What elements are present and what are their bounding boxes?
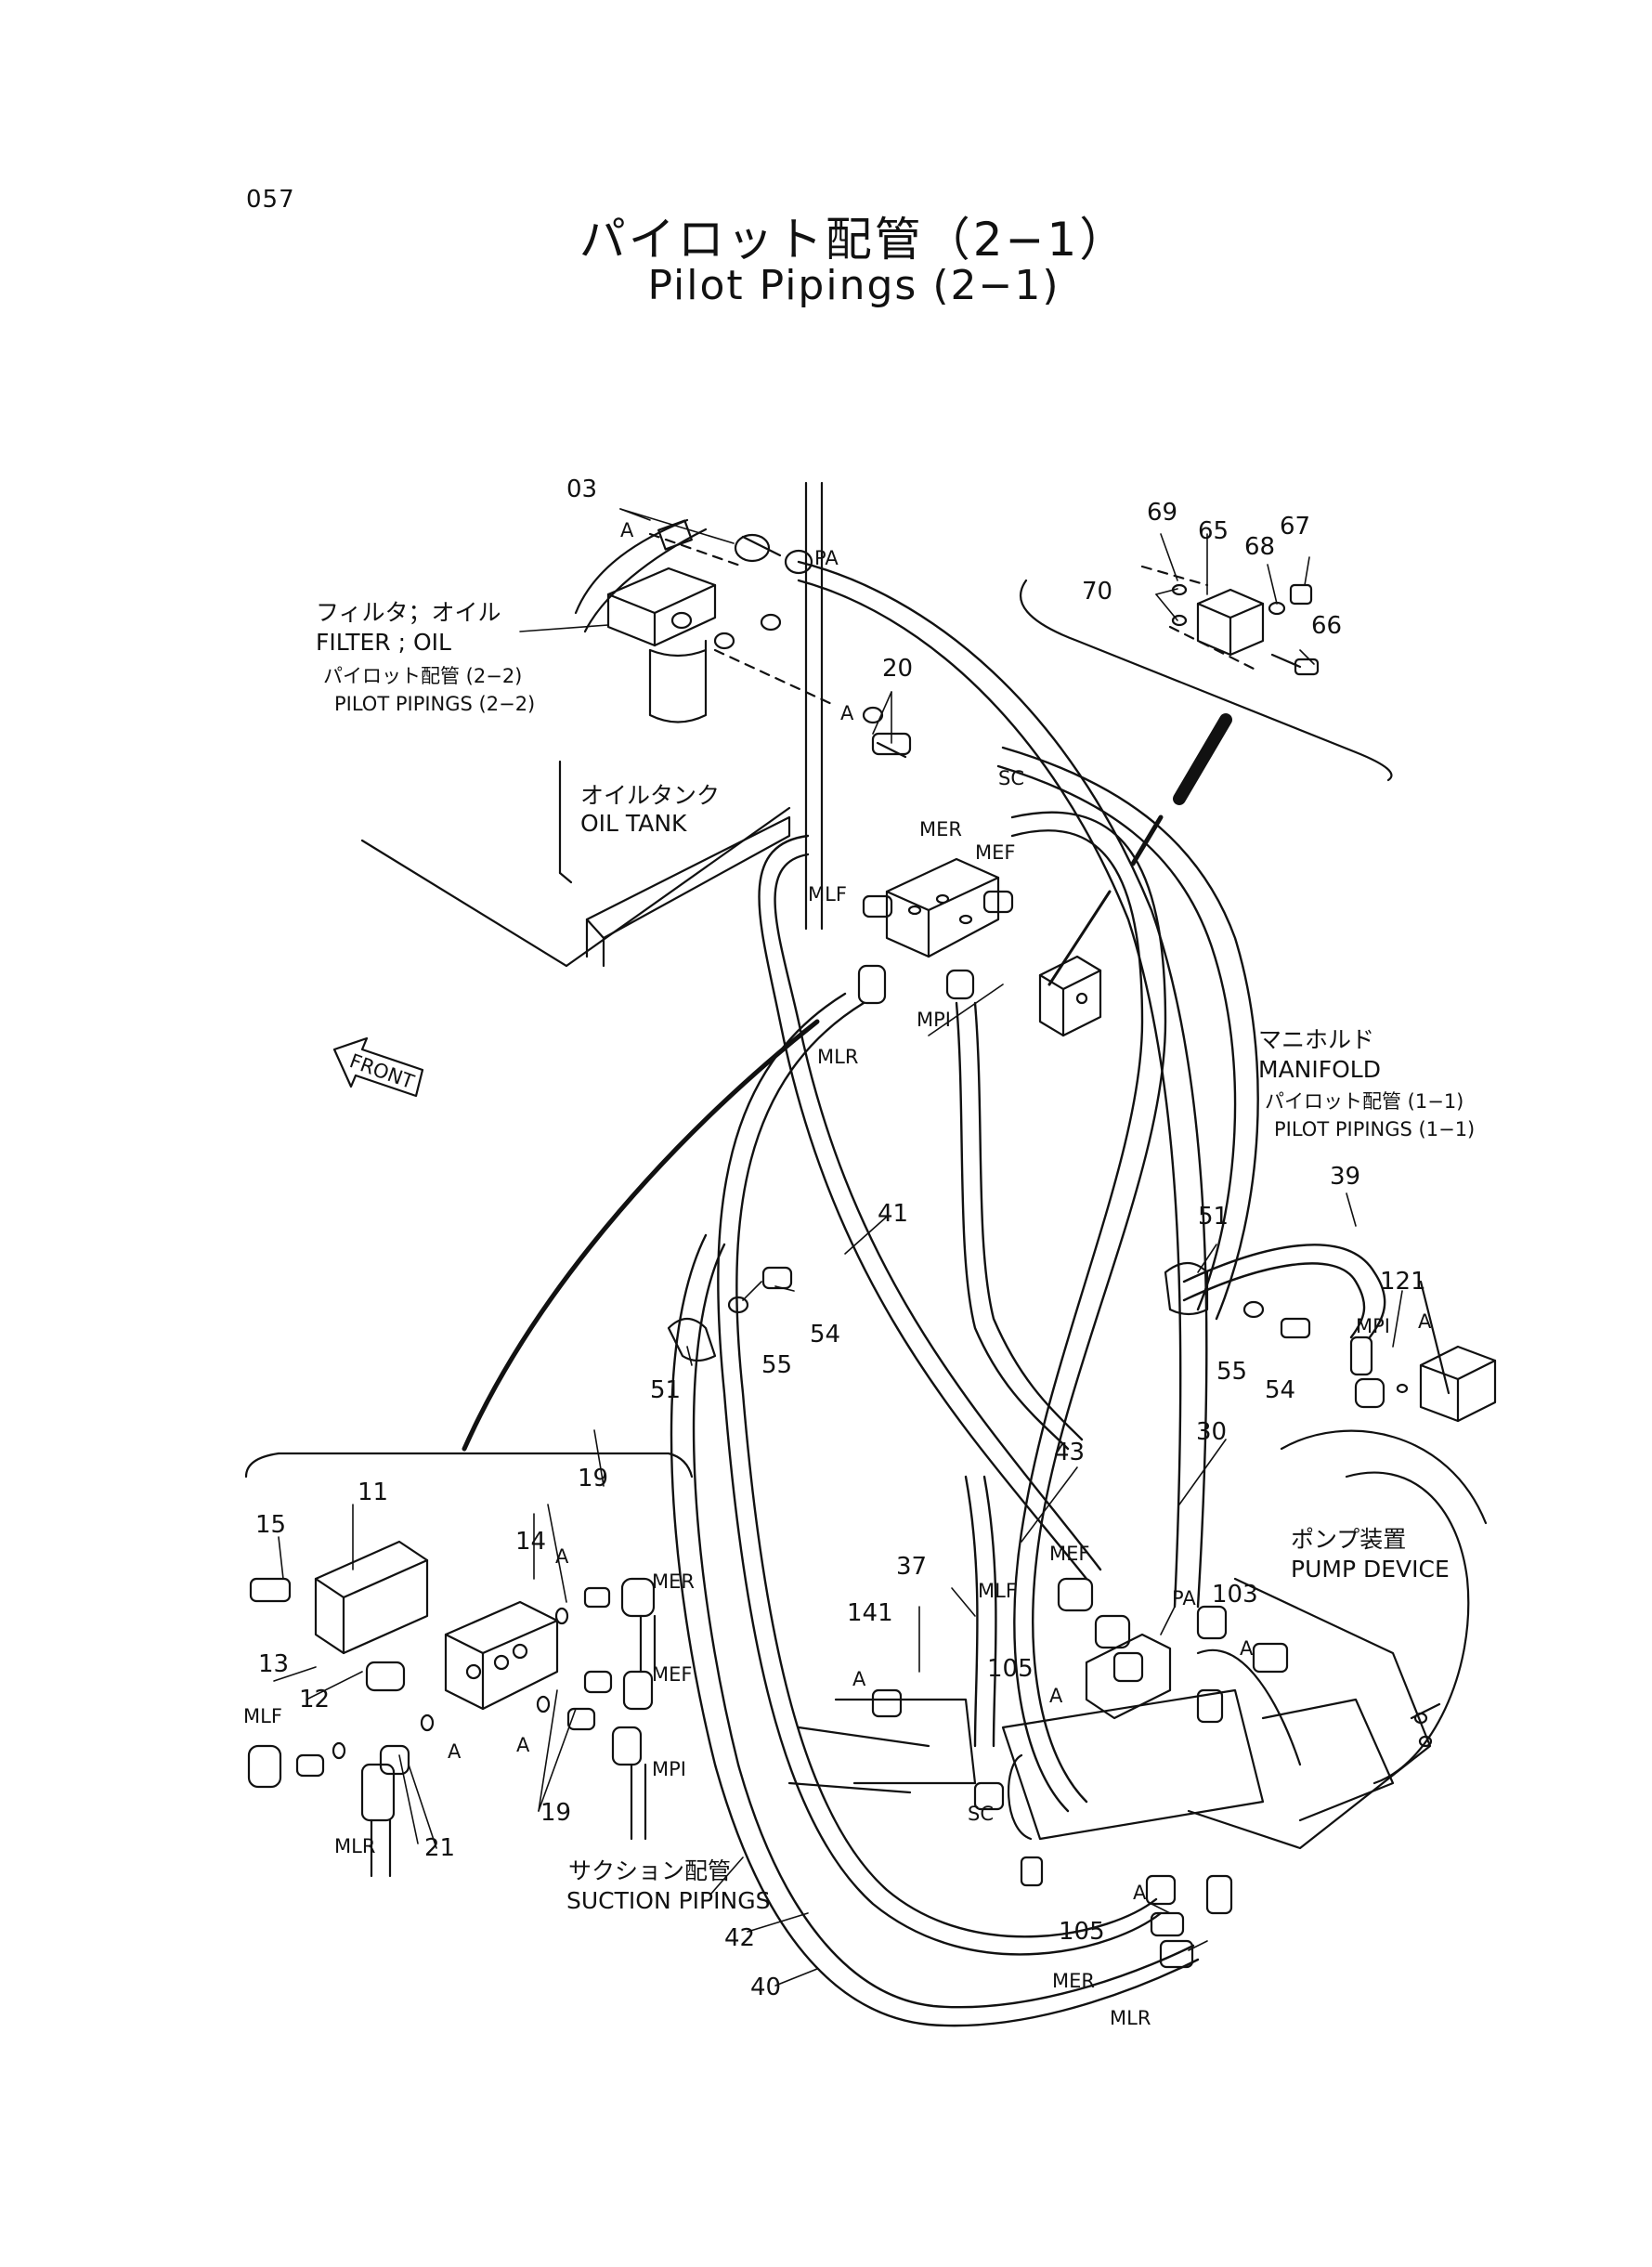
part-number-70: 70 [1082, 578, 1112, 606]
filter-label-jp: フィルタ；オイル [316, 599, 501, 626]
part-number-41: 41 [878, 1200, 908, 1228]
manifold-label-en: MANIFOLD [1258, 1056, 1381, 1083]
page-title-english: Pilot Pipings (2−1) [647, 262, 1060, 309]
part-number-65: 65 [1198, 517, 1229, 545]
hoses [670, 560, 1386, 2027]
part-number-37: 37 [896, 1553, 927, 1581]
marker-a-2: A [840, 702, 854, 724]
marker-a-5: A [1049, 1685, 1063, 1707]
port-label-pa-pump: PA [1172, 1587, 1196, 1609]
part-number-69: 69 [1147, 499, 1177, 527]
part-number-19: 19 [578, 1465, 608, 1492]
part-number-43: 43 [1054, 1439, 1085, 1466]
part-number-51-left: 51 [650, 1376, 681, 1404]
part-number-13: 13 [258, 1650, 289, 1678]
marker-a-4: A [1240, 1637, 1254, 1660]
page-title-japanese: パイロット配管（2−1） [579, 213, 1129, 267]
page-number: 057 [246, 186, 295, 214]
marker-a-7: A [1133, 1882, 1147, 1904]
part-number-66: 66 [1311, 612, 1342, 640]
suction-label-jp: サクション配管 [568, 1857, 731, 1884]
part-number-68: 68 [1244, 533, 1275, 561]
marker-a-3: A [1418, 1310, 1432, 1333]
part-number-30: 30 [1196, 1418, 1227, 1446]
part-number-105: 105 [987, 1655, 1034, 1683]
part-number-12: 12 [299, 1686, 330, 1713]
oil-tank-label-en: OIL TANK [580, 810, 687, 837]
port-label-mef-detail: MEF [652, 1663, 692, 1686]
port-label-mpi: MPI [917, 1009, 951, 1031]
part-number-55-right: 55 [1216, 1358, 1247, 1386]
part-number-20: 20 [882, 655, 913, 683]
front-arrow-icon [332, 1036, 424, 1098]
detail-callout-lower-left [244, 1452, 694, 1878]
part-number-40: 40 [750, 1974, 781, 2001]
port-label-mlf: MLF [808, 883, 847, 905]
part-number-11: 11 [358, 1479, 388, 1506]
part-number-15: 15 [255, 1511, 286, 1539]
oil-tank-fittings [713, 533, 912, 759]
part-number-19-lower: 19 [540, 1799, 571, 1827]
oil-filter [606, 519, 717, 723]
port-label-pa: PA [814, 547, 839, 569]
oil-tank [360, 481, 824, 968]
manifold-label-jp: マニホルド [1258, 1026, 1374, 1053]
part-number-42: 42 [724, 1924, 755, 1952]
part-number-121: 121 [1380, 1268, 1426, 1296]
pilot11-label-jp: パイロット配管 (1−1) [1265, 1090, 1463, 1113]
port-label-mer-pump: MER [1052, 1970, 1095, 1992]
callout-connectors [462, 713, 1232, 1452]
port-label-mlr: MLR [817, 1046, 858, 1068]
part-number-03: 03 [566, 476, 597, 503]
part-number-21: 21 [424, 1834, 455, 1862]
marker-a-9: A [448, 1740, 462, 1763]
port-label-mef-pump: MEF [1049, 1543, 1089, 1565]
marker-a-1: A [620, 519, 634, 541]
port-label-mlf-pump: MLF [978, 1580, 1017, 1602]
pilot11-label-en: PILOT PIPINGS (1−1) [1274, 1118, 1475, 1140]
marker-a-6: A [852, 1668, 866, 1690]
port-label-mer-detail: MER [652, 1570, 695, 1593]
marker-a-10: A [516, 1734, 530, 1756]
small-valve-block [1038, 955, 1102, 1037]
reference-lines [648, 532, 1255, 708]
clamps [667, 1261, 1311, 1362]
pump-device [787, 1429, 1488, 1850]
port-label-sc: SC [998, 767, 1024, 789]
manifold-detail-block [1349, 1280, 1497, 1423]
port-label-mlr-detail: MLR [334, 1835, 375, 1857]
part-number-55: 55 [761, 1351, 792, 1379]
suction-label-en: SUCTION PIPINGS [566, 1887, 770, 1914]
port-label-sc-pump: SC [968, 1803, 994, 1825]
pump-label-jp: ポンプ装置 [1291, 1526, 1406, 1553]
diagram-text-labels: フィルタ；オイル FILTER ; OIL パイロット配管 (2−2) PILO… [243, 476, 1475, 2029]
part-number-54: 54 [810, 1321, 840, 1348]
manifold-block-center [857, 857, 1014, 1005]
part-number-14: 14 [515, 1528, 546, 1556]
part-number-54-right: 54 [1265, 1376, 1295, 1404]
port-label-mef: MEF [975, 841, 1015, 864]
pump-label-en: PUMP DEVICE [1291, 1556, 1450, 1583]
pilot22-label-en: PILOT PIPINGS (2−2) [334, 693, 535, 715]
part-number-141: 141 [847, 1599, 893, 1627]
filter-label-en: FILTER ; OIL [316, 629, 451, 656]
marker-a-8: A [555, 1545, 569, 1568]
part-number-51: 51 [1198, 1203, 1229, 1231]
part-number-105-lower: 105 [1059, 1918, 1105, 1946]
port-label-mer: MER [919, 818, 962, 840]
part-number-103: 103 [1212, 1581, 1258, 1609]
port-label-mpi-manifold: MPI [1356, 1315, 1390, 1337]
pump-fittings [871, 1577, 1233, 1969]
part-number-67: 67 [1280, 513, 1310, 541]
pilot22-label-jp: パイロット配管 (2−2) [323, 665, 522, 687]
oil-tank-label-jp: オイルタンク [580, 782, 720, 809]
port-label-mlr-pump: MLR [1110, 2007, 1151, 2029]
leader-lines [273, 508, 1403, 1987]
port-label-mpi-detail: MPI [652, 1758, 686, 1780]
part-number-39: 39 [1330, 1163, 1360, 1191]
port-label-mlf-detail: MLF [243, 1705, 282, 1727]
